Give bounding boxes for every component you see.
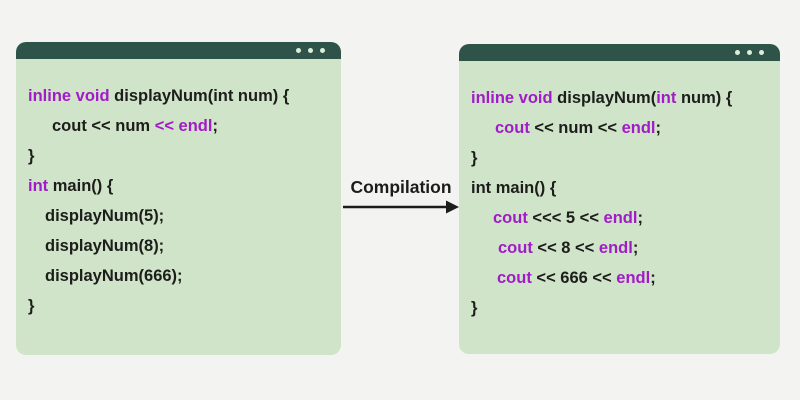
code-token: <<< 5 << bbox=[527, 209, 604, 227]
code-token: endl bbox=[603, 209, 638, 227]
code-token: cout bbox=[495, 119, 530, 137]
code-token: endl bbox=[598, 239, 633, 257]
compilation-label: Compilation bbox=[350, 177, 452, 197]
code-token: ; bbox=[650, 269, 656, 287]
code-token: endl bbox=[616, 269, 651, 287]
dot-icon bbox=[296, 48, 301, 53]
source-code-window: inline void displayNum(int num) {cout <<… bbox=[16, 42, 341, 355]
window-controls-icon bbox=[735, 50, 764, 55]
code-token: int main() { bbox=[471, 179, 557, 197]
code-token: displayNum(8); bbox=[45, 237, 165, 255]
code-line: cout << num << endl; bbox=[471, 113, 770, 143]
code-token: << 8 << bbox=[532, 239, 599, 257]
code-token: inline void bbox=[28, 87, 110, 105]
code-line: cout <<< 5 << endl; bbox=[471, 203, 770, 233]
compilation-arrow-icon bbox=[343, 200, 459, 214]
dot-icon bbox=[759, 50, 764, 55]
code-token: } bbox=[471, 299, 478, 317]
code-line: int main() { bbox=[471, 173, 770, 203]
code-token: displayNum( bbox=[552, 89, 657, 107]
code-token: ; bbox=[655, 119, 661, 137]
dot-icon bbox=[308, 48, 313, 53]
dot-icon bbox=[747, 50, 752, 55]
code-token: int bbox=[656, 89, 677, 107]
code-token: inline void bbox=[471, 89, 553, 107]
code-token: cout bbox=[493, 209, 528, 227]
code-line: displayNum(666); bbox=[28, 261, 331, 291]
code-token: main() { bbox=[48, 177, 114, 195]
code-token: } bbox=[471, 149, 478, 167]
code-line: } bbox=[28, 291, 331, 321]
window-controls-icon bbox=[296, 48, 325, 53]
dot-icon bbox=[735, 50, 740, 55]
code-token: } bbox=[28, 297, 35, 315]
code-token: endl bbox=[621, 119, 656, 137]
code-line: } bbox=[471, 143, 770, 173]
code-area: inline void displayNum(int num) {cout <<… bbox=[16, 59, 341, 355]
window-titlebar bbox=[459, 44, 780, 61]
code-token: num) { bbox=[676, 89, 733, 107]
code-token: cout bbox=[497, 269, 532, 287]
code-line: displayNum(5); bbox=[28, 201, 331, 231]
code-line: inline void displayNum(int num) { bbox=[471, 83, 770, 113]
code-line: displayNum(8); bbox=[28, 231, 331, 261]
code-token: << num << bbox=[529, 119, 622, 137]
code-token: << endl bbox=[154, 117, 213, 135]
code-area: inline void displayNum(int num) {cout <<… bbox=[459, 61, 780, 354]
compiled-code-window: inline void displayNum(int num) {cout <<… bbox=[459, 44, 780, 354]
code-token: << 666 << bbox=[531, 269, 617, 287]
code-line: int main() { bbox=[28, 171, 331, 201]
code-token: int bbox=[28, 177, 49, 195]
code-token: } bbox=[28, 147, 35, 165]
code-token: displayNum(int num) { bbox=[109, 87, 290, 105]
dot-icon bbox=[320, 48, 325, 53]
code-line: cout << 8 << endl; bbox=[471, 233, 770, 263]
code-line: inline void displayNum(int num) { bbox=[28, 81, 331, 111]
code-token: ; bbox=[212, 117, 218, 135]
window-titlebar bbox=[16, 42, 341, 59]
code-token: ; bbox=[632, 239, 639, 257]
code-token: displayNum(5); bbox=[45, 207, 165, 225]
code-line: cout << 666 << endl; bbox=[471, 263, 770, 293]
code-line: } bbox=[28, 141, 331, 171]
code-token: ; bbox=[637, 209, 643, 227]
code-token: displayNum(666); bbox=[45, 267, 183, 285]
code-line: cout << num << endl; bbox=[28, 111, 331, 141]
code-token: cout bbox=[498, 239, 533, 257]
code-line: } bbox=[471, 293, 770, 323]
code-token: cout << num bbox=[52, 117, 155, 135]
